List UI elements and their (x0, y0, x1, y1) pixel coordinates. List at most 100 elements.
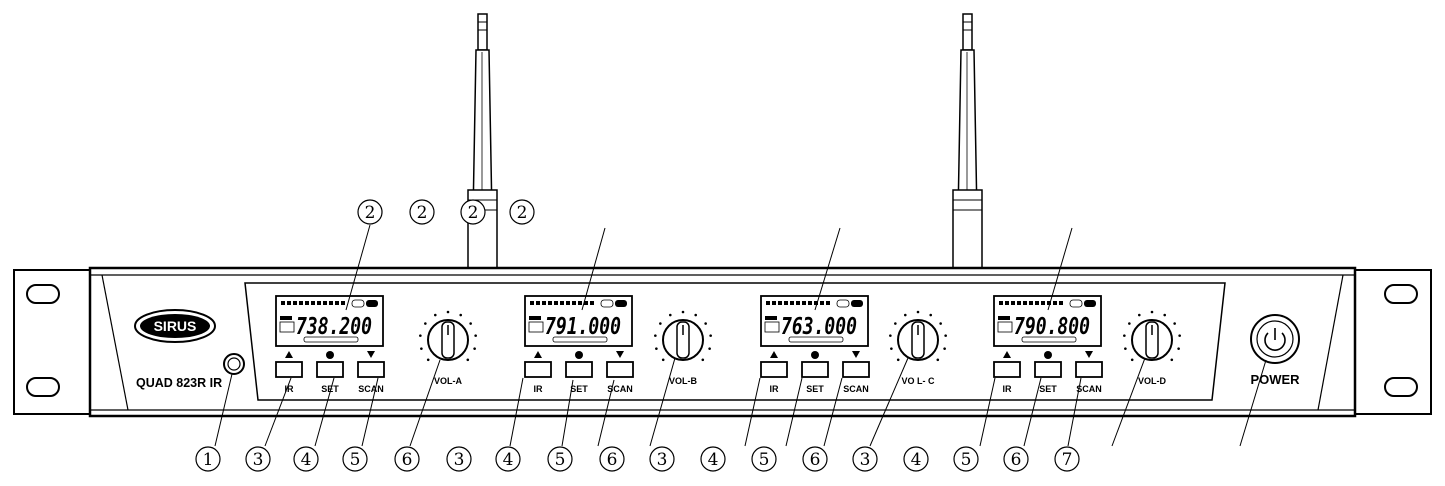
ir-button[interactable]: IR (993, 351, 1021, 394)
leader-lines (214, 224, 1267, 447)
svg-text:2: 2 (468, 203, 479, 223)
callout-number: 4 (700, 446, 726, 472)
scan-button[interactable]: SCAN (606, 351, 634, 394)
callout-number: 3 (446, 446, 472, 472)
callout-number: 6 (802, 446, 828, 472)
power-button[interactable] (1250, 314, 1300, 364)
lcd-display: 790.800 (993, 295, 1102, 347)
svg-text:4: 4 (301, 450, 312, 470)
button-label: SCAN (358, 384, 384, 394)
button-label: IR (1003, 384, 1013, 394)
triangle-down-icon (367, 351, 375, 358)
scan-button[interactable]: SCAN (842, 351, 870, 394)
volume-label: VOL-D (1138, 376, 1166, 386)
button-label: IR (770, 384, 780, 394)
ir-button[interactable]: IR (275, 351, 303, 394)
callout-number: 1 (195, 446, 221, 472)
callout-number: 3 (649, 446, 675, 472)
triangle-down-icon (852, 351, 860, 358)
rack-ear-right (1342, 269, 1432, 415)
svg-text:6: 6 (607, 450, 618, 470)
lcd-display: 763.000 (760, 295, 869, 347)
callout-number: 2 (460, 199, 486, 225)
triangle-up-icon (770, 351, 778, 358)
triangle-up-icon (285, 351, 293, 358)
volume-knob[interactable] (889, 310, 947, 362)
triangle-up-icon (1003, 351, 1011, 358)
antenna-icon (467, 13, 498, 273)
frequency-readout: 791.000 (545, 314, 621, 340)
callout-number: 6 (1003, 446, 1029, 472)
svg-text:3: 3 (253, 450, 264, 470)
button-label: IR (285, 384, 295, 394)
button-label: SET (806, 384, 824, 394)
set-button[interactable]: SET (1034, 351, 1062, 394)
ir-sensor (223, 353, 245, 375)
dot-icon (575, 351, 583, 359)
svg-text:3: 3 (454, 450, 465, 470)
model-label: QUAD 823R IR (136, 376, 222, 390)
svg-text:2: 2 (417, 203, 428, 223)
ir-button[interactable]: IR (760, 351, 788, 394)
set-button[interactable]: SET (565, 351, 593, 394)
callout-number: 4 (495, 446, 521, 472)
callout-number: 5 (751, 446, 777, 472)
callout-number: 4 (293, 446, 319, 472)
svg-text:5: 5 (759, 450, 770, 470)
callout-number: 2 (357, 199, 383, 225)
button-label: SET (1039, 384, 1057, 394)
dot-icon (326, 351, 334, 359)
frequency-readout: 790.800 (1014, 314, 1090, 340)
callout-number: 3 (852, 446, 878, 472)
dot-icon (1044, 351, 1052, 359)
svg-text:4: 4 (503, 450, 514, 470)
svg-text:2: 2 (365, 203, 376, 223)
volume-label: VOL-B (669, 376, 697, 386)
ir-button[interactable]: IR (524, 351, 552, 394)
svg-text:2: 2 (517, 203, 528, 223)
svg-text:1: 1 (203, 450, 214, 470)
svg-text:4: 4 (708, 450, 719, 470)
svg-text:6: 6 (1011, 450, 1022, 470)
callout-number: 5 (342, 446, 368, 472)
volume-knob[interactable] (419, 310, 477, 362)
triangle-up-icon (534, 351, 542, 358)
triangle-down-icon (1085, 351, 1093, 358)
callout-number: 2 (509, 199, 535, 225)
svg-text:5: 5 (555, 450, 566, 470)
lcd-display: 738.200 (275, 295, 384, 347)
button-label: SCAN (607, 384, 633, 394)
svg-text:5: 5 (961, 450, 972, 470)
callout-number: 2 (409, 199, 435, 225)
rack-ear-left (13, 269, 103, 415)
sirus-logo: SIRUS (134, 309, 216, 343)
volume-knob[interactable] (1123, 310, 1181, 362)
svg-text:3: 3 (657, 450, 668, 470)
set-button[interactable]: SET (316, 351, 344, 394)
lcd-display: 791.000 (524, 295, 633, 347)
scan-button[interactable]: SCAN (1075, 351, 1103, 394)
set-button[interactable]: SET (801, 351, 829, 394)
button-label: SET (321, 384, 339, 394)
dot-icon (811, 351, 819, 359)
svg-text:6: 6 (810, 450, 821, 470)
button-label: SET (570, 384, 588, 394)
triangle-down-icon (616, 351, 624, 358)
svg-text:7: 7 (1062, 450, 1073, 470)
button-label: SCAN (843, 384, 869, 394)
callout-number: 5 (547, 446, 573, 472)
antenna-icon (952, 13, 983, 273)
svg-text:SIRUS: SIRUS (154, 318, 197, 334)
svg-text:3: 3 (860, 450, 871, 470)
callout-number: 5 (953, 446, 979, 472)
volume-label: VOL-A (434, 376, 462, 386)
button-label: IR (534, 384, 544, 394)
frequency-readout: 738.200 (296, 314, 372, 340)
volume-knob[interactable] (654, 310, 712, 362)
scan-button[interactable]: SCAN (357, 351, 385, 394)
